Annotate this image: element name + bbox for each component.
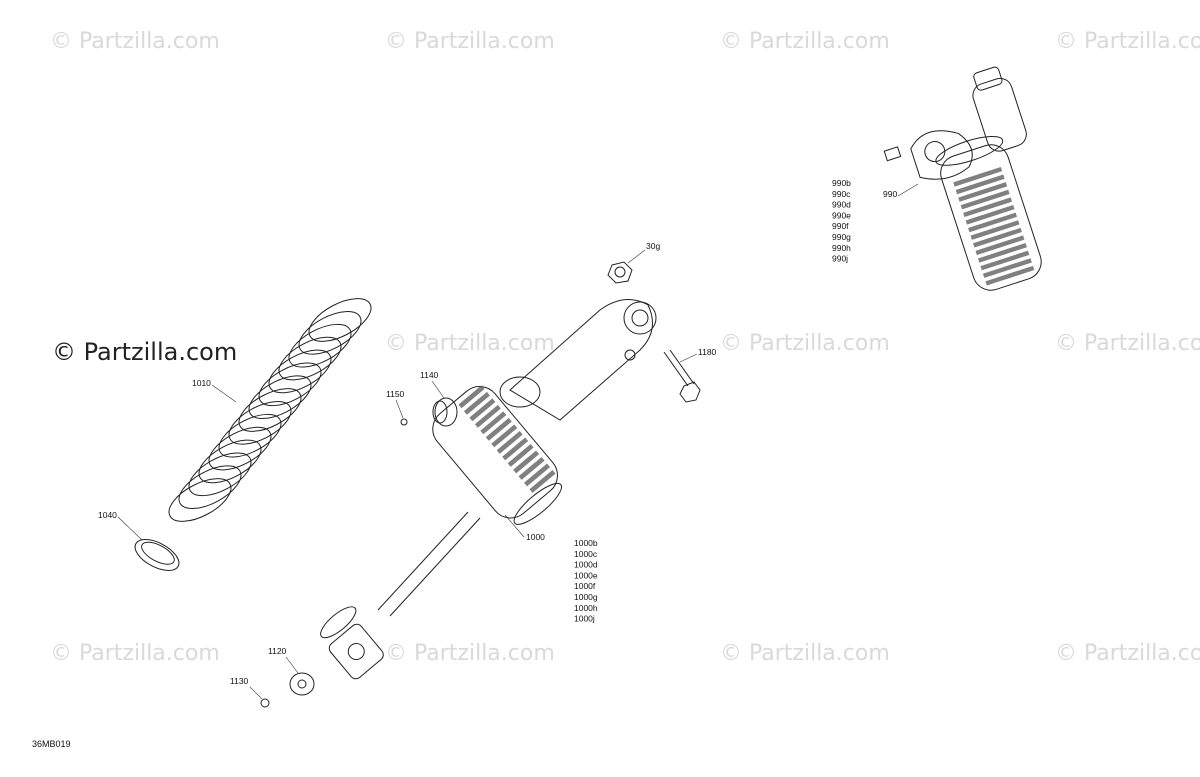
coil-band	[496, 430, 523, 454]
coil-band	[529, 470, 556, 493]
spring-coil	[258, 362, 322, 407]
callout-1000-variant: 1000h	[574, 603, 598, 613]
callout-1000-variant: 1000b	[574, 538, 598, 548]
callout-1180: 1180	[698, 347, 717, 357]
callout-990-variant: 990c	[832, 189, 851, 199]
part-1180-bolt[interactable]: 1180	[663, 347, 717, 403]
spring-coil	[208, 426, 272, 471]
callout-1000-variant: 1000c	[574, 549, 598, 559]
coil-band	[469, 398, 496, 422]
watermark-text: © Partzilla.com	[385, 29, 555, 54]
callout-990-variant: 990e	[832, 210, 851, 220]
coil-band	[985, 265, 1035, 286]
callout-990-variant: 990j	[832, 254, 848, 264]
callout-1150: 1150	[386, 389, 405, 399]
spring-coil	[188, 452, 252, 497]
callout-1000: 1000	[526, 532, 545, 542]
part-1150-screw[interactable]: 1150	[386, 389, 408, 426]
coil-band	[953, 166, 1003, 187]
callout-990-variant: 990g	[832, 232, 851, 242]
watermark-text: © Partzilla.com	[1055, 641, 1200, 666]
coil-band	[463, 391, 490, 415]
spring-coil	[198, 439, 262, 484]
spring-coil	[218, 413, 282, 458]
coil-band	[524, 463, 551, 487]
coil-band	[958, 182, 1008, 202]
coil-band	[474, 404, 501, 428]
coil-band	[965, 204, 1015, 225]
coil-band	[975, 235, 1025, 256]
brand-watermark: © Partzilla.com	[52, 338, 237, 366]
callout-1010: 1010	[192, 378, 211, 388]
coil-band	[970, 220, 1020, 240]
spring-coil	[238, 388, 302, 432]
watermark-text: © Partzilla.com	[50, 29, 220, 54]
coil-band	[955, 174, 1005, 195]
spring-coil	[168, 478, 232, 522]
callout-1040: 1040	[98, 510, 117, 520]
coil-band	[513, 450, 540, 474]
diagram-code: 36MB019	[32, 739, 71, 749]
part-1010-coil-spring[interactable]: 1010	[162, 290, 377, 530]
coil-band	[458, 385, 485, 409]
callout-990-variant: 990b	[832, 178, 851, 188]
spring-coil	[268, 349, 332, 394]
callout-1130: 1130	[230, 676, 249, 686]
callout-30g: 30g	[646, 241, 660, 251]
part-30g-nut[interactable]: 30g	[607, 241, 660, 284]
coil-band	[977, 243, 1027, 263]
spring-coil	[248, 375, 312, 419]
watermark-text: © Partzilla.com	[385, 331, 555, 356]
coil-band	[480, 411, 507, 435]
spring-coil	[278, 336, 342, 381]
callout-990-variant: 990f	[832, 221, 849, 231]
part-1040-retainer-ring[interactable]: 1040	[98, 510, 184, 577]
callout-990-variant: 990h	[832, 243, 851, 253]
part-1120-adjuster-knob[interactable]: 1120	[268, 646, 315, 696]
coil-band	[973, 227, 1022, 248]
spring-coil	[308, 298, 372, 342]
coil-band	[968, 212, 1017, 233]
watermark-text: © Partzilla.com	[1055, 331, 1200, 356]
coil-band	[982, 258, 1032, 278]
watermark-text: © Partzilla.com	[720, 641, 890, 666]
callout-1000-variant: 1000e	[574, 570, 598, 580]
part-1130-screw[interactable]: 1130	[230, 676, 270, 708]
watermark-text: © Partzilla.com	[385, 641, 555, 666]
coil-band	[507, 443, 534, 467]
callout-990: 990	[883, 189, 897, 199]
watermark-text: © Partzilla.com	[720, 331, 890, 356]
watermark-layer: © Partzilla.com © Partzilla.com © Partzi…	[50, 29, 1200, 666]
coil-band	[491, 424, 518, 448]
coil-band	[502, 437, 529, 461]
coil-band	[963, 197, 1013, 218]
spring-coil	[288, 323, 352, 368]
callout-1000-variant: 1000j	[574, 614, 595, 624]
watermark-text: © Partzilla.com	[50, 641, 220, 666]
callout-1140: 1140	[420, 370, 439, 380]
callout-1000-variant: 1000g	[574, 592, 598, 602]
watermark-text: © Partzilla.com	[1055, 29, 1200, 54]
callout-1120: 1120	[268, 646, 287, 656]
spring-coil	[228, 401, 292, 445]
spring-coil	[178, 465, 242, 509]
callout-990-variant: 990d	[832, 200, 851, 210]
coil-band	[960, 189, 1010, 210]
callout-1000-variant: 1000d	[574, 560, 598, 570]
coil-band	[980, 250, 1030, 271]
coil-band	[518, 456, 545, 480]
part-1140-adjuster-knob[interactable]: 1140	[420, 370, 458, 427]
part-1000-shock-absorber[interactable]: 1000 1000b1000c1000d1000e1000f1000g1000h…	[314, 299, 657, 682]
callout-1000-variant: 1000f	[574, 581, 596, 591]
coil-band	[485, 417, 512, 441]
spring-coil	[298, 311, 362, 355]
watermark-text: © Partzilla.com	[720, 29, 890, 54]
